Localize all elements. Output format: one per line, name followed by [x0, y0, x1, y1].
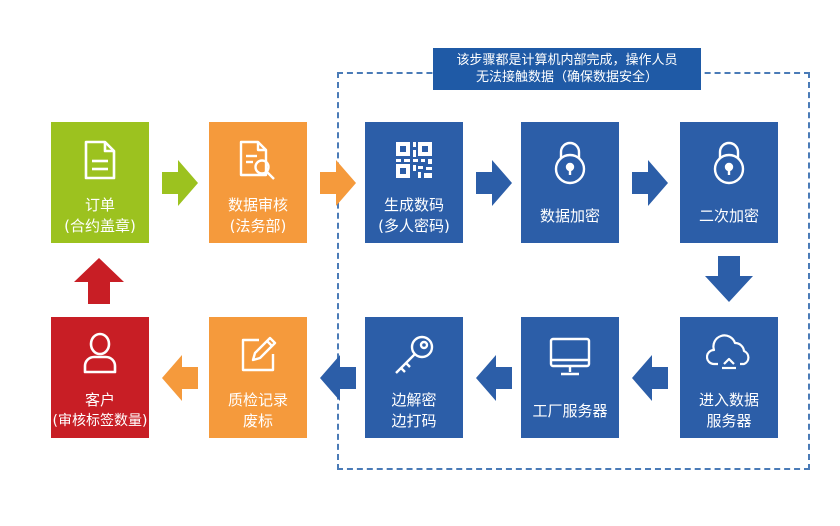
arrow-left-icon: [320, 355, 356, 401]
document-icon: [51, 138, 149, 182]
arrow-right-icon: [162, 160, 198, 206]
edit-icon: [209, 333, 307, 377]
arrow-right-icon: [632, 160, 668, 206]
step-data-review: 数据审核 (法务部): [209, 122, 307, 243]
step-review-line1: 数据审核: [227, 196, 288, 214]
step-qc-record: 质检记录 废标: [209, 317, 307, 438]
step-order: 订单 (合约盖章): [51, 122, 149, 243]
step-generate-line1: 生成数码: [383, 196, 444, 214]
step-generate-line2: (多人密码): [378, 217, 450, 235]
step-order-line2: (合约盖章): [64, 217, 136, 235]
arrow-left-icon: [162, 355, 198, 401]
step-decrypt-line1: 边解密: [391, 391, 437, 409]
arrow-right-icon: [476, 160, 512, 206]
step-dataserver-line1: 进入数据: [698, 391, 759, 409]
step-qc-line1: 质检记录: [227, 391, 288, 409]
security-note-line2: 无法接触数据（确保数据安全）: [475, 70, 658, 85]
arrow-down-icon: [705, 256, 753, 302]
step-dataserver-line2: 服务器: [706, 412, 752, 430]
step-customer-line1: 客户: [84, 391, 115, 409]
arrow-left-icon: [632, 355, 668, 401]
step-second-encryption: 二次加密: [680, 122, 778, 243]
security-note-line1: 该步骤都是计算机内部完成，操作人员: [456, 53, 678, 68]
monitor-icon: [521, 335, 619, 379]
step-encrypt-line1: 数据加密: [539, 207, 600, 225]
step-decrypt-print: 边解密 边打码: [365, 317, 463, 438]
document-search-icon: [209, 138, 307, 182]
step-enter-data-server: 进入数据 服务器: [680, 317, 778, 438]
arrow-right-icon: [320, 160, 356, 206]
lock-icon: [521, 140, 619, 185]
step-decrypt-line2: 边打码: [391, 412, 437, 430]
arrow-left-icon: [476, 355, 512, 401]
cloud-upload-icon: [680, 331, 778, 375]
step-review-line2: (法务部): [229, 217, 287, 235]
step-qc-line2: 废标: [242, 412, 273, 430]
qr-code-icon: [365, 138, 463, 182]
security-note: 该步骤都是计算机内部完成，操作人员 无法接触数据（确保数据安全）: [433, 48, 701, 90]
step-data-encryption: 数据加密: [521, 122, 619, 243]
lock-icon: [680, 140, 778, 185]
step-customer-line2: (审核标签数量): [52, 413, 148, 429]
step-generate-code: 生成数码 (多人密码): [365, 122, 463, 243]
step-factory-server: 工厂服务器: [521, 317, 619, 438]
step-encrypt2-line1: 二次加密: [698, 207, 759, 225]
arrow-up-icon: [74, 258, 124, 304]
user-icon: [51, 331, 149, 375]
key-icon: [365, 333, 463, 377]
step-order-line1: 订单: [84, 196, 115, 214]
step-factory-line1: 工厂服务器: [532, 402, 608, 420]
step-customer: 客户 (审核标签数量): [51, 317, 149, 438]
